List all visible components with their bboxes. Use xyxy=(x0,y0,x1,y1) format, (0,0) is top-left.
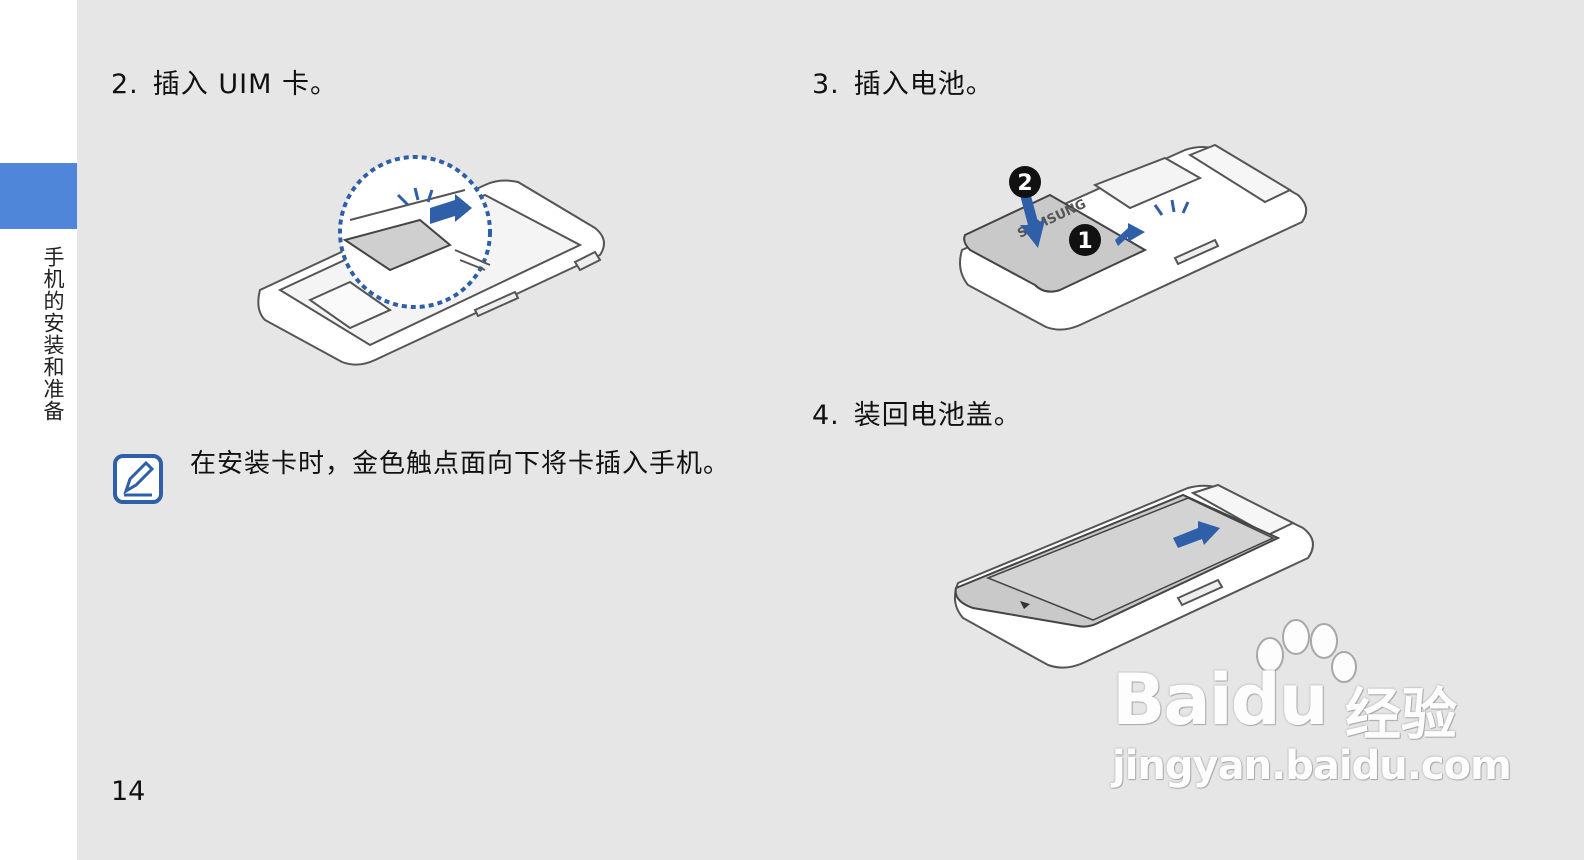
callout-2: 2 xyxy=(1009,166,1041,198)
step-2-heading: 2. 插入 UIM 卡。 xyxy=(111,62,338,101)
section-title: 手机的安装和准备 xyxy=(38,246,68,422)
step-text: 插入电池。 xyxy=(854,69,994,100)
callout-1: 1 xyxy=(1069,224,1101,256)
step-3-heading: 3. 插入电池。 xyxy=(812,62,994,101)
step-text: 插入 UIM 卡。 xyxy=(153,69,338,100)
uim-card-insertion-illustration xyxy=(250,150,620,380)
svg-text:2: 2 xyxy=(1017,171,1032,196)
battery-insertion-illustration: SAMSUNG 2 1 xyxy=(950,140,1320,350)
note-text: 在安装卡时，金色触点面向下将卡插入手机。 xyxy=(190,448,730,481)
page-number: 14 xyxy=(111,776,145,807)
baidu-watermark: Baidu 经验 jingyan.baidu.com xyxy=(1110,615,1510,795)
step-number: 2. xyxy=(111,69,139,100)
watermark-brand: Baidu xyxy=(1112,659,1327,741)
chapter-tab xyxy=(0,163,77,229)
step-4-heading: 4. 装回电池盖。 xyxy=(812,393,1022,432)
left-margin xyxy=(0,0,77,860)
svg-text:1: 1 xyxy=(1077,229,1092,254)
step-number: 3. xyxy=(812,69,840,100)
watermark-suffix: 经验 xyxy=(1345,670,1457,751)
step-number: 4. xyxy=(812,400,840,431)
watermark-url: jingyan.baidu.com xyxy=(1112,743,1511,789)
step-text: 装回电池盖。 xyxy=(854,400,1022,431)
note-pencil-icon xyxy=(112,453,164,505)
